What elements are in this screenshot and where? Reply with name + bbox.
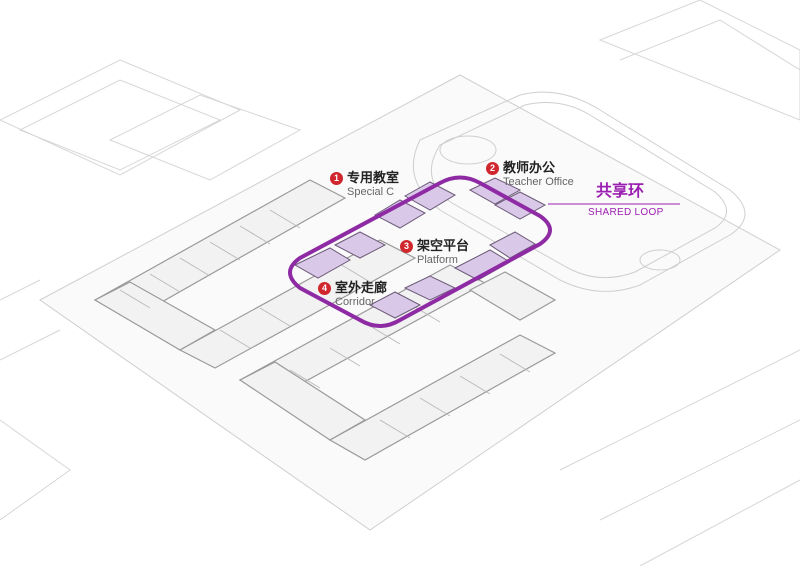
label-cn: 室外走廊 [335, 280, 388, 295]
school-building [93, 179, 557, 461]
marker-4: 4 [318, 281, 331, 295]
label-en: Special C [347, 186, 395, 198]
label-en: Corridor [335, 296, 375, 308]
label-cn: 教师办公 [503, 160, 556, 175]
label-corridor: 4 室外走廊 Corridor [318, 280, 387, 309]
label-teacher-office: 2 教师办公 Teacher Office [486, 160, 574, 189]
label-special-classroom: 1 专用教室 Special C [330, 170, 399, 199]
marker-2: 2 [486, 161, 499, 175]
shared-loop-outline [288, 175, 552, 328]
shared-loop-subtitle: SHARED LOOP [588, 207, 664, 218]
marker-1: 1 [330, 171, 343, 185]
label-platform: 3 架空平台 Platform [400, 238, 469, 267]
building-grid-lines [119, 209, 531, 439]
marker-3: 3 [400, 239, 413, 253]
highlighted-rooms [293, 177, 547, 319]
label-cn: 专用教室 [347, 170, 400, 185]
shared-loop-title: 共享环 [596, 183, 645, 200]
label-cn: 架空平台 [417, 238, 470, 253]
label-en: Platform [417, 254, 458, 266]
label-en: Teacher Office [503, 176, 574, 188]
